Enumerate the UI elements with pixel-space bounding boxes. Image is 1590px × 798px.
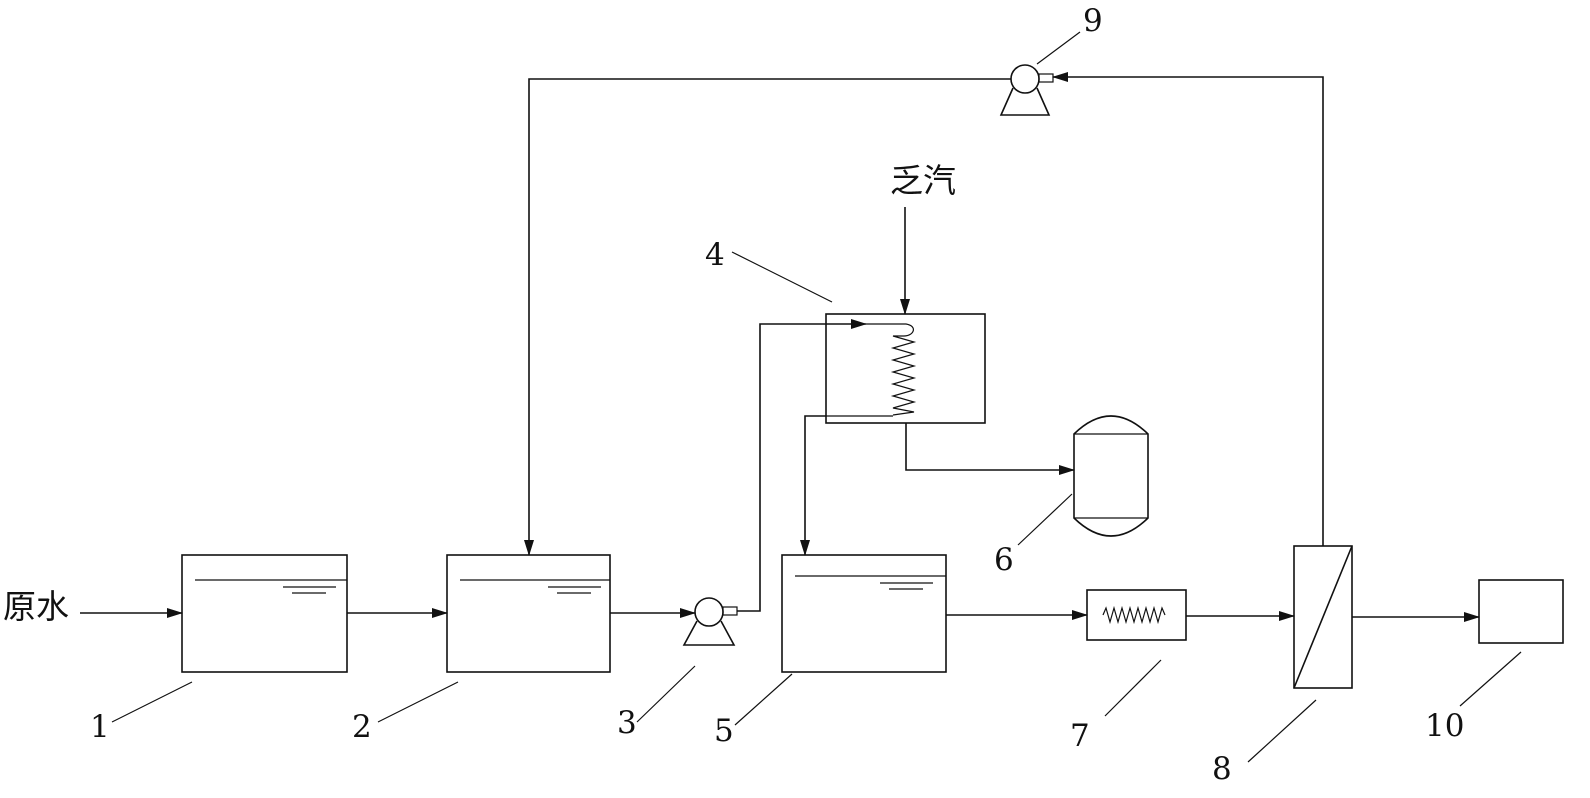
label-4: 4 <box>705 237 725 273</box>
tank-5 <box>781 554 947 673</box>
label-9: 9 <box>1083 3 1103 39</box>
pump-3 <box>682 597 738 646</box>
product-tank-10 <box>1478 579 1564 644</box>
label-6: 6 <box>994 542 1014 578</box>
vessel-6 <box>1073 415 1149 537</box>
heat-exchanger-4 <box>825 313 986 424</box>
label-8: 8 <box>1212 751 1232 787</box>
exhaust-steam-label: 乏汽 <box>890 161 956 200</box>
tank-2 <box>446 554 611 673</box>
line-3-to-4 <box>737 319 867 612</box>
process-lines <box>80 72 1480 622</box>
label-2: 2 <box>352 709 372 745</box>
tank-1 <box>181 554 348 673</box>
leader-lines <box>111 31 1522 763</box>
line-8-to-9 <box>1052 72 1324 546</box>
label-5: 5 <box>714 713 734 749</box>
line-4-to-5 <box>800 415 826 556</box>
line-9-to-2 <box>524 78 1011 556</box>
membrane-unit-8 <box>1293 545 1353 689</box>
line-4-to-6 <box>905 423 1075 475</box>
label-3: 3 <box>617 705 637 741</box>
pump-9 <box>999 64 1054 116</box>
heater-7 <box>1086 589 1187 641</box>
label-1: 1 <box>90 709 110 745</box>
raw-water-label: 原水 <box>3 587 69 626</box>
label-10: 10 <box>1425 708 1464 744</box>
label-7: 7 <box>1070 718 1090 754</box>
